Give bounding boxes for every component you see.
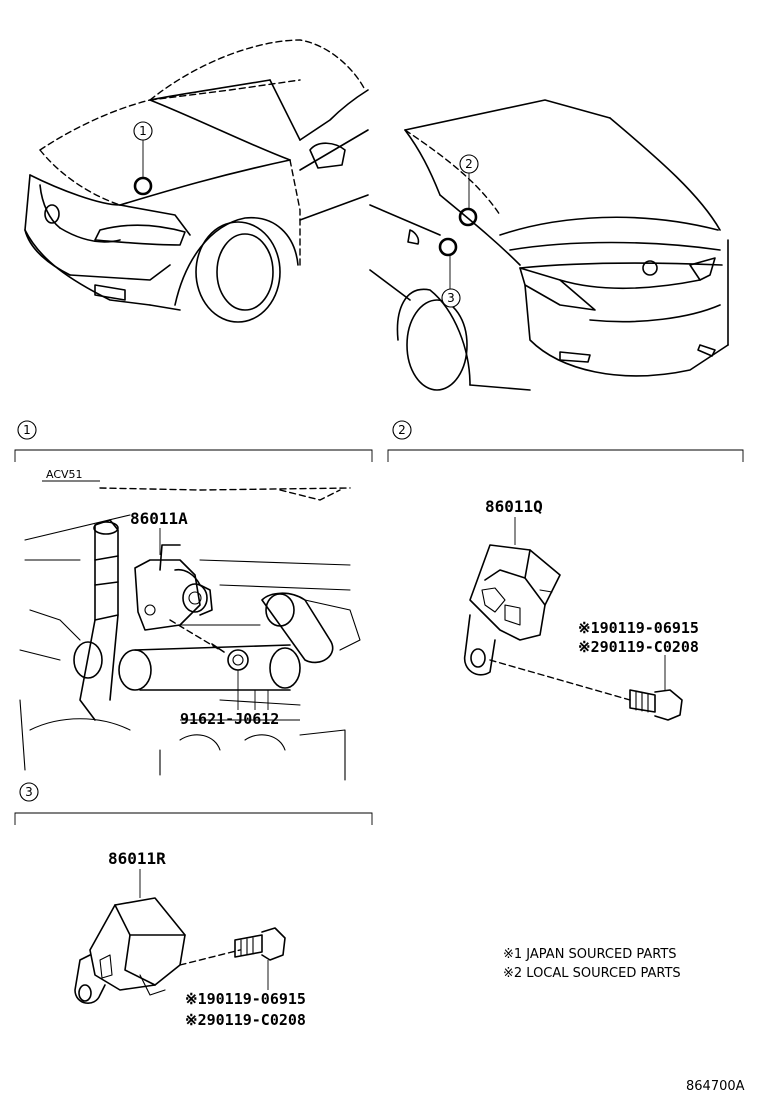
section-1-number: 1: [23, 423, 31, 437]
car-rear-view: 2 3: [369, 99, 729, 391]
note-local-sourced: ※2 LOCAL SOURCED PARTS: [503, 966, 681, 981]
diagram-id: 864700A: [686, 1079, 745, 1094]
part-90119-06915-r: ※190119-06915: [185, 990, 306, 1008]
callout-3-label: 3: [447, 291, 455, 305]
callout-2-label: 2: [465, 157, 473, 171]
section-1: 1 ACV51: [14, 420, 373, 781]
location-marker-3: [438, 237, 458, 257]
section-3-number: 3: [25, 785, 33, 799]
part-91621-J0612: 91621-J0612: [180, 710, 279, 728]
part-90119-C0208-r: ※290119-C0208: [185, 1011, 306, 1029]
location-marker-1: [133, 176, 153, 196]
callout-1-label: 1: [139, 124, 147, 138]
section-2-number: 2: [398, 423, 406, 437]
model-code: ACV51: [46, 468, 83, 481]
section-3: 3 86011R ※190119-06915 ※290119-C0208: [14, 782, 373, 1029]
part-90119-06915: ※190119-06915: [578, 619, 699, 637]
section-2: 2 86011Q ※190119-06915 ※290119-C0208: [387, 420, 744, 721]
part-86011Q: 86011Q: [485, 497, 543, 516]
part-86011A: 86011A: [130, 509, 188, 528]
car-front-view: 1: [24, 39, 369, 323]
part-90119-C0208: ※290119-C0208: [578, 638, 699, 656]
part-86011R: 86011R: [108, 849, 166, 868]
location-marker-2: [458, 207, 478, 227]
note-japan-sourced: ※1 JAPAN SOURCED PARTS: [503, 947, 677, 962]
